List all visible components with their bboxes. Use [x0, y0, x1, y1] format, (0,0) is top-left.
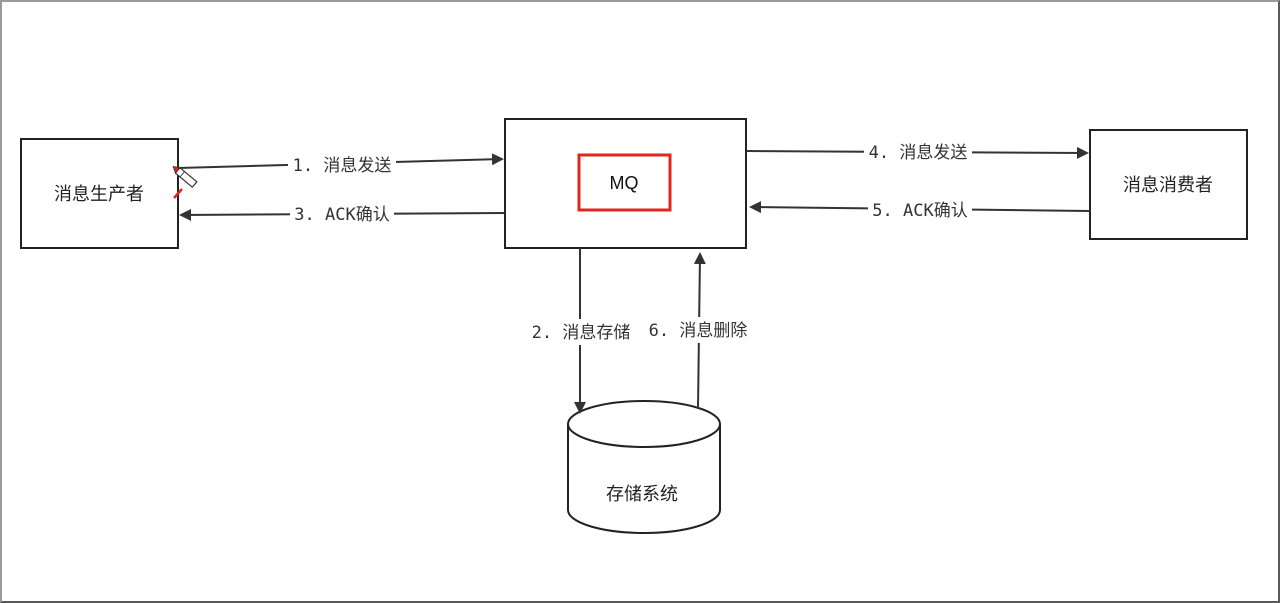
broker-label: MQ: [610, 173, 639, 193]
producer-label: 消息生产者: [54, 184, 144, 205]
consumer-node[interactable]: 消息消费者: [1089, 129, 1248, 240]
pencil-icon: [172, 166, 198, 189]
edge-label-step1: 1. 消息发送: [293, 156, 392, 176]
edge-label-step2: 2. 消息存储: [532, 323, 631, 343]
edge-label-step6: 6. 消息删除: [649, 321, 748, 341]
edge-step4: 4. 消息发送: [745, 140, 1089, 164]
edge-step6: 6. 消息删除: [645, 252, 751, 410]
consumer-label: 消息消费者: [1123, 175, 1213, 196]
producer-node[interactable]: 消息生产者: [20, 138, 179, 249]
edge-step1: 1. 消息发送: [177, 152, 504, 176]
edge-step2: 2. 消息存储: [527, 248, 635, 414]
edit-mark-icon: [173, 188, 183, 199]
edge-step5: 5. ACK确认: [749, 198, 1091, 222]
edge-label-step3: 3. ACK确认: [294, 205, 389, 225]
storage-label: 存储系统: [606, 484, 678, 505]
broker-node[interactable]: MQ: [504, 118, 747, 249]
broker-highlight-box: [577, 153, 672, 212]
storage-node[interactable]: 存储系统: [567, 400, 721, 534]
edge-label-step5: 5. ACK确认: [872, 201, 967, 221]
edge-label-step4: 4. 消息发送: [869, 143, 968, 163]
edge-step3: 3. ACK确认: [179, 202, 506, 226]
